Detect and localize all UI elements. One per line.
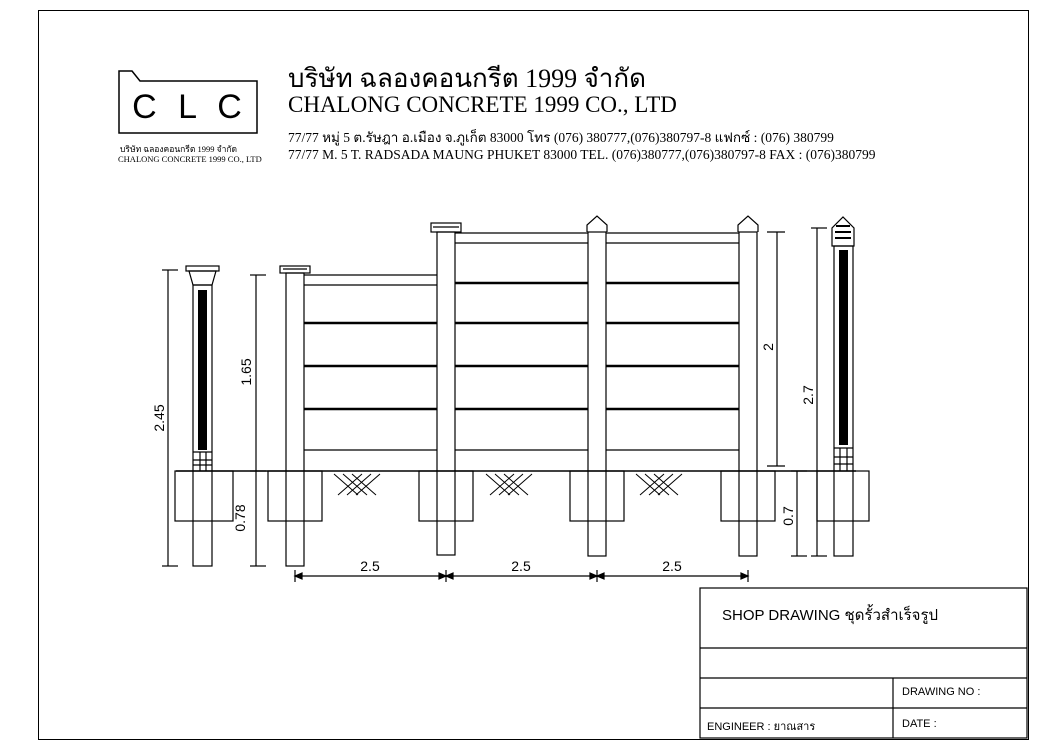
footing-3 xyxy=(569,470,625,522)
footing-2 xyxy=(418,470,474,522)
dim-right-footing: 0.7 xyxy=(780,506,796,526)
dim-low-panel-height: 1.65 xyxy=(238,358,254,385)
footing-4 xyxy=(720,470,776,522)
engineer-name: ยาณสาร xyxy=(773,721,816,733)
title-block-title: SHOP DRAWING ชุดรั้วสำเร็จรูป xyxy=(722,607,939,624)
right-side-section xyxy=(816,216,870,557)
dim-right-height: 2.7 xyxy=(800,385,816,405)
date-label: DATE : xyxy=(902,718,937,730)
engineer-field: ENGINEER : ยาณสาร xyxy=(707,717,815,735)
left-side-section xyxy=(174,265,234,567)
company-address-en: 77/77 M. 5 T. RADSADA MAUNG PHUKET 83000… xyxy=(288,147,876,162)
company-name-th: บริษัท ฉลองคอนกรีต 1999 จำกัด xyxy=(288,64,647,93)
ground-hatch xyxy=(333,473,683,496)
drawing-frame xyxy=(38,10,1029,740)
post-2 xyxy=(436,231,456,556)
company-name-en: CHALONG CONCRETE 1999 CO., LTD xyxy=(288,92,677,117)
title-block xyxy=(699,587,1028,739)
post-1 xyxy=(285,272,305,567)
dim-high-panel-height: 2 xyxy=(760,343,776,351)
logo-caption-en: CHALONG CONCRETE 1999 CO., LTD xyxy=(118,154,262,164)
engineer-label: ENGINEER : xyxy=(707,721,774,733)
panel-bay-1 xyxy=(304,274,437,451)
company-address-th: 77/77 หมู่ 5 ต.รัษฎา อ.เมือง จ.ภูเก็ต 83… xyxy=(288,130,834,145)
dim-left-height: 2.45 xyxy=(151,404,167,431)
drawing-no-label: DRAWING NO : xyxy=(902,686,981,698)
panel-bay-3 xyxy=(606,232,739,451)
logo-caption-th: บริษัท ฉลองคอนกรีต 1999 จำกัด xyxy=(120,144,238,154)
post-3 xyxy=(587,231,607,557)
dim-span-2: 2.5 xyxy=(511,558,531,574)
footing-1 xyxy=(267,470,323,522)
dim-span-3: 2.5 xyxy=(662,558,682,574)
clc-logo: C L C xyxy=(118,70,258,134)
panel-bay-2 xyxy=(455,232,588,451)
post-4 xyxy=(738,231,758,557)
logo-letters: C L C xyxy=(132,88,248,126)
dim-left-footing: 0.78 xyxy=(232,504,248,531)
dim-span-1: 2.5 xyxy=(360,558,380,574)
